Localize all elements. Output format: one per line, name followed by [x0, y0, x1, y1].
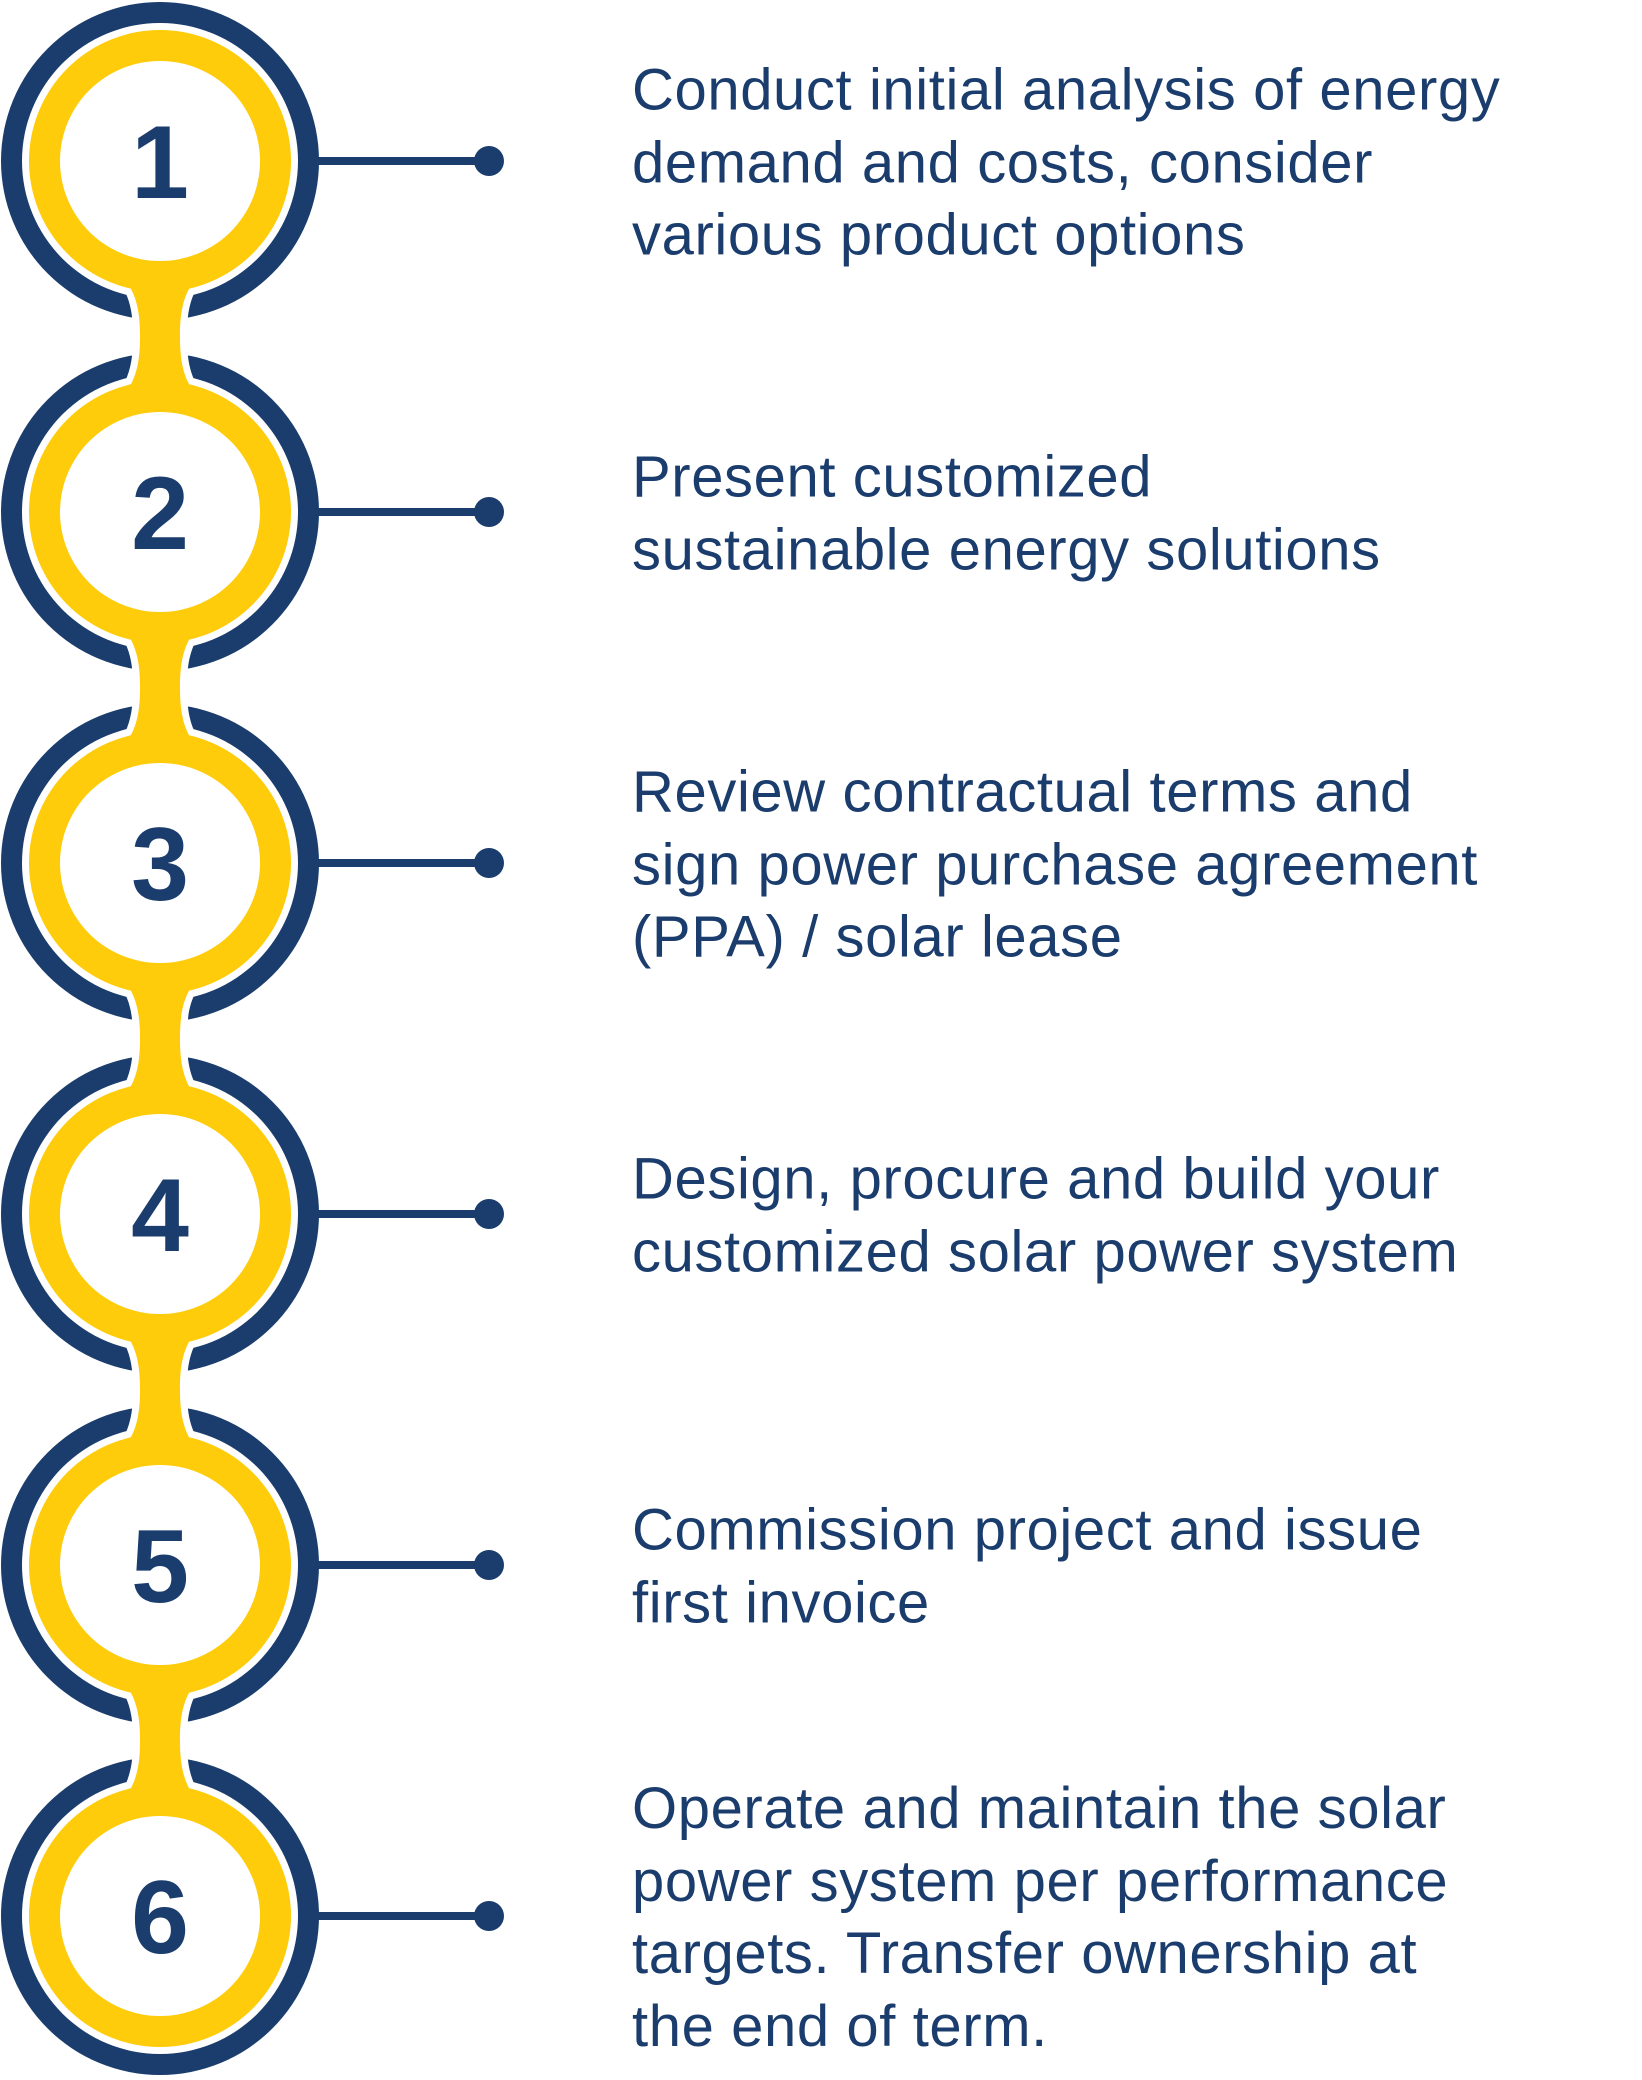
step-text-line: the end of term. — [632, 1993, 1048, 2059]
step-text-line: Review contractual terms and — [632, 759, 1413, 825]
connector-line-3 — [316, 859, 491, 867]
connector-line-6 — [316, 1912, 491, 1920]
step-number-1: 1 — [131, 105, 189, 221]
connector-dot-4 — [474, 1199, 504, 1229]
connector-line-2 — [316, 508, 491, 516]
step-description-6: Operate and maintain the solar power sys… — [632, 1773, 1642, 2063]
step-description-5: Commission project and issue first invoi… — [632, 1495, 1642, 1640]
step-text-line: Operate and maintain the solar — [632, 1776, 1447, 1841]
step-text-line: Present customized — [632, 444, 1153, 510]
step-text-line: (PPA) / solar lease — [632, 904, 1123, 970]
step-text-line: targets. Transfer ownership at — [632, 1921, 1418, 1986]
step-text-line: Commission project and issue — [632, 1497, 1423, 1563]
step-text-line: Conduct initial analysis of energy — [632, 57, 1501, 123]
step-description-4: Design, procure and build your customize… — [632, 1144, 1642, 1289]
step-text-line: various product options — [632, 202, 1246, 268]
connector-line-1 — [316, 157, 491, 165]
step-description-2: Present customized sustainable energy so… — [632, 442, 1642, 587]
yellow-rings — [29, 30, 291, 2047]
connector-dot-6 — [474, 1901, 504, 1931]
connector-dot-3 — [474, 848, 504, 878]
step-text-line: sign power purchase agreement — [632, 831, 1478, 897]
step-text-line: Design, procure and build your — [632, 1146, 1440, 1212]
step-chain-graphic — [1, 2, 319, 2075]
step-text-line: customized solar power system — [632, 1219, 1459, 1284]
step-text-line: sustainable energy solutions — [632, 517, 1381, 582]
step-text-line: power system per performance — [632, 1848, 1449, 1914]
step-description-1: Conduct initial analysis of energy deman… — [632, 54, 1642, 272]
step-number-5: 5 — [131, 1509, 189, 1625]
connector-line-5 — [316, 1561, 491, 1569]
step-number-2: 2 — [131, 456, 189, 572]
step-description-3: Review contractual terms and sign power … — [632, 756, 1642, 974]
step-number-4: 4 — [131, 1158, 189, 1274]
connector-dot-2 — [474, 497, 504, 527]
connector-dot-5 — [474, 1550, 504, 1580]
connector-dot-1 — [474, 146, 504, 176]
step-text-line: demand and costs, consider — [632, 129, 1374, 195]
white-inner-circles — [60, 61, 260, 2016]
step-text-line: first invoice — [632, 1570, 930, 1635]
connector-line-4 — [316, 1210, 491, 1218]
step-number-6: 6 — [131, 1860, 189, 1976]
step-number-3: 3 — [131, 807, 189, 923]
